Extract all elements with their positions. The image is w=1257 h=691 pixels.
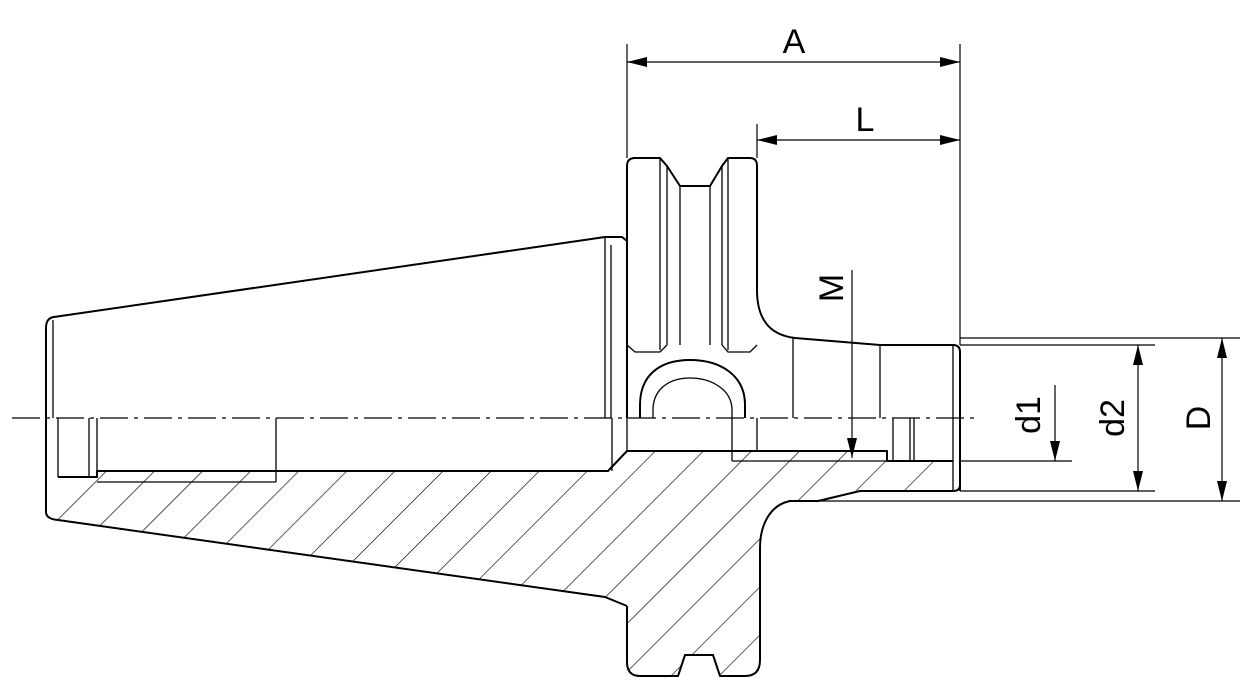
bore-lower: [627, 450, 953, 462]
drive-slot-inner: [652, 377, 733, 418]
dim-D-label: D: [1180, 406, 1218, 431]
flange-bottom-edge: [626, 344, 758, 353]
drive-slot: [639, 359, 746, 418]
taper-outline: [45, 236, 628, 488]
dim-d1-label: d1: [1010, 396, 1048, 434]
section-hatch-area: [46, 451, 953, 676]
dim-a-arrow-left: [627, 57, 647, 67]
dim-a-label: A: [783, 23, 806, 61]
dim-l-label: L: [856, 101, 875, 139]
dim-m-label: M: [813, 274, 851, 302]
dim-d2-label: d2: [1094, 399, 1132, 437]
dim-d2-arrow-bottom: [1133, 471, 1143, 491]
taper-lower-outline: [45, 488, 628, 607]
dim-D-arrow-bottom: [1217, 481, 1227, 501]
dim-D-arrow-top: [1217, 338, 1227, 358]
dim-d2-arrow-top: [1133, 345, 1143, 365]
dim-d1-arrow: [1050, 441, 1060, 461]
body-lower-outline: [626, 484, 961, 677]
dim-a-arrow-right: [940, 57, 960, 67]
dim-l-arrow-right: [940, 135, 960, 145]
dim-m-arrow: [847, 438, 857, 458]
dim-l-arrow-left: [757, 135, 777, 145]
